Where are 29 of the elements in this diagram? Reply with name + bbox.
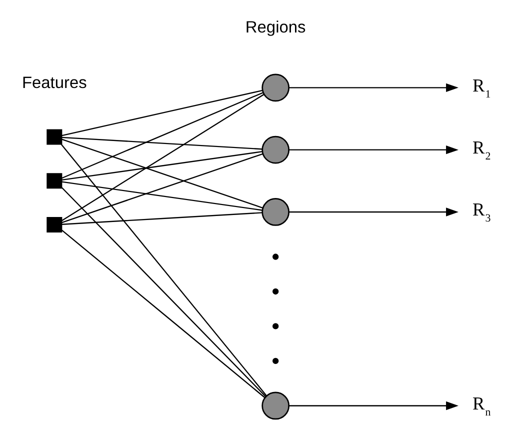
node-text: R$_{2}$ bbox=[472, 137, 491, 162]
node-box bbox=[46, 173, 62, 189]
node-circle bbox=[262, 198, 290, 226]
connector bbox=[61, 187, 266, 398]
connector bbox=[62, 212, 262, 225]
connector bbox=[62, 230, 266, 398]
connector bbox=[62, 92, 264, 179]
node-circle bbox=[262, 136, 290, 164]
connector bbox=[62, 90, 263, 136]
node-text: R$_{n}$ bbox=[472, 393, 491, 418]
node-box bbox=[46, 217, 62, 233]
node-circle bbox=[262, 74, 290, 102]
connector bbox=[60, 144, 267, 396]
node-box bbox=[46, 129, 62, 145]
connector bbox=[62, 150, 262, 181]
connector bbox=[62, 138, 263, 208]
arrow bbox=[288, 83, 458, 92]
connector bbox=[62, 181, 262, 211]
connector bbox=[62, 136, 262, 150]
label: Regions bbox=[245, 18, 306, 36]
node-text: R$_{1}$ bbox=[472, 75, 491, 100]
node-circle bbox=[262, 392, 290, 420]
connector bbox=[62, 94, 264, 222]
label: Features bbox=[22, 74, 87, 92]
node-text: R$_{3}$ bbox=[472, 200, 491, 225]
connector bbox=[62, 153, 263, 224]
arrow bbox=[288, 401, 458, 410]
arrow bbox=[288, 145, 458, 154]
arrow bbox=[288, 208, 458, 216]
